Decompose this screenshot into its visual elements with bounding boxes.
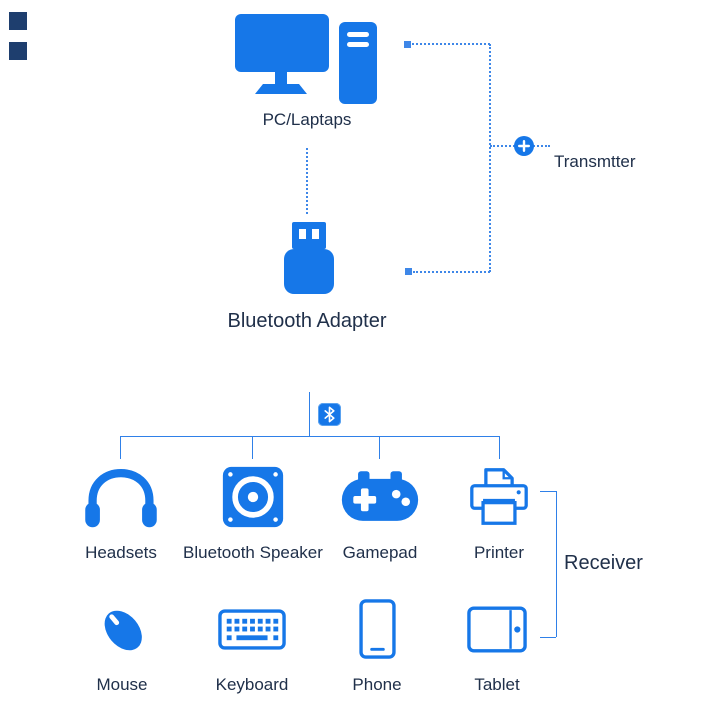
device-icon-box (91, 592, 153, 666)
connector-endpoint (405, 268, 412, 275)
device-label: Printer (473, 543, 525, 562)
tree-drop-line (379, 436, 380, 459)
bluetooth-icon (324, 406, 335, 423)
bluetooth-node (318, 403, 341, 426)
pc-label: PC/Laptaps (262, 110, 352, 129)
usb-dongle-icon (284, 222, 334, 294)
device-label: Gamepad (342, 543, 418, 562)
tree-branch-line (120, 436, 500, 437)
device-printer: Printer (424, 460, 574, 563)
plus-icon (518, 140, 530, 152)
device-icon-box (218, 592, 286, 666)
device-gamepad: Gamepad (305, 460, 455, 563)
adapter-node (277, 220, 341, 296)
device-phone: Phone (302, 592, 452, 695)
device-tablet: Tablet (422, 592, 572, 695)
device-icon-box (221, 460, 285, 534)
speaker-icon (222, 466, 284, 528)
transmitter-label: Transmtter (554, 152, 636, 171)
device-icon-box (82, 460, 160, 534)
device-icon-box (339, 460, 421, 534)
receiver-label: Receiver (564, 552, 643, 574)
device-label: Tablet (474, 675, 520, 694)
tablet-icon (467, 606, 527, 652)
gamepad-icon (341, 471, 419, 521)
device-mouse: Mouse (47, 592, 197, 695)
tree-trunk-line (309, 392, 310, 437)
printer-icon (470, 468, 528, 525)
connector-dotted-line (413, 271, 490, 273)
receiver-bracket-line (556, 491, 557, 637)
device-label: Headsets (85, 543, 157, 562)
mouse-icon (104, 610, 142, 651)
connector-endpoint (404, 41, 411, 48)
device-label: Bluetooth Speaker (183, 543, 323, 562)
device-icon-box (467, 592, 527, 666)
device-icon-box (469, 460, 529, 534)
receiver-bracket-line (540, 637, 556, 638)
pc-adapter-dotted-line (306, 148, 308, 214)
pc-node (233, 12, 383, 107)
adapter-label: Bluetooth Adapter (227, 310, 387, 332)
desktop-pc-icon (235, 14, 377, 104)
phone-icon (358, 599, 396, 659)
device-label: Mouse (96, 675, 148, 694)
device-keyboard: Keyboard (177, 592, 327, 695)
corner-marker (9, 12, 27, 30)
device-icon-box (358, 592, 396, 666)
receiver-bracket-line (540, 491, 556, 492)
connector-dotted-line (412, 43, 490, 45)
headsets-icon (85, 469, 157, 528)
device-bluetooth-speaker: Bluetooth Speaker (178, 460, 328, 563)
tree-drop-line (499, 436, 500, 459)
device-label: Phone (352, 675, 402, 694)
corner-marker (9, 42, 27, 60)
keyboard-icon (218, 608, 286, 650)
connector-dotted-line (489, 44, 491, 272)
transmitter-node (514, 136, 534, 156)
device-label: Keyboard (215, 675, 289, 694)
tree-drop-line (252, 436, 253, 459)
tree-drop-line (120, 436, 121, 459)
device-headsets: Headsets (46, 460, 196, 563)
